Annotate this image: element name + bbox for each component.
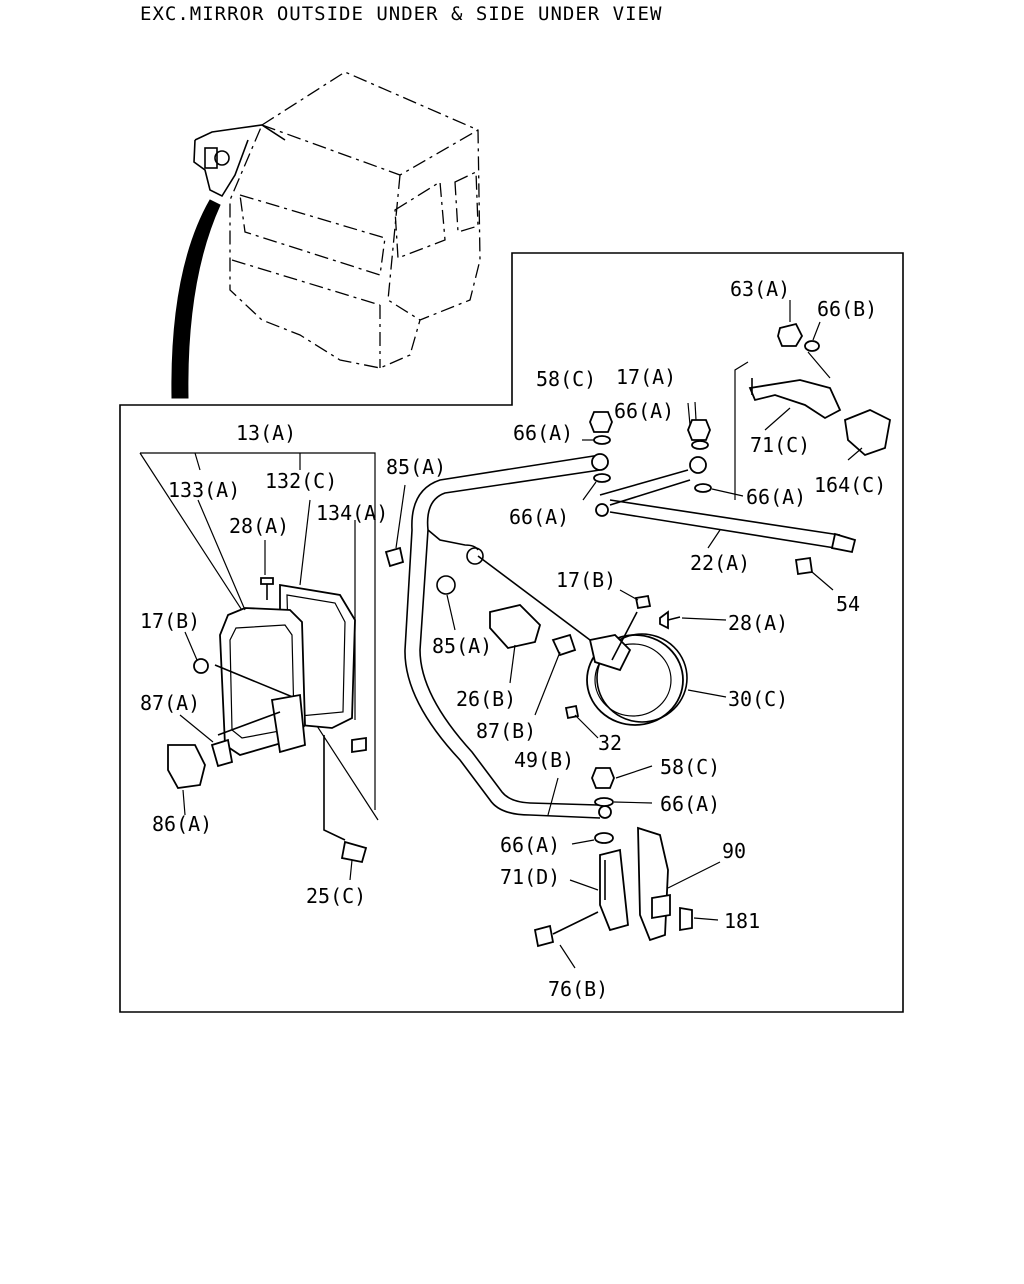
label-22a: 22(A) <box>690 551 750 575</box>
label-87b: 87(B) <box>476 719 536 743</box>
label-58c-top: 58(C) <box>536 367 596 391</box>
truck-cab-overview <box>171 71 481 399</box>
part-labels: 13(A) 133(A) 132(C) 134(A) 28(A) 17(B) 8… <box>140 277 886 1001</box>
label-66a-2: 66(A) <box>614 399 674 423</box>
label-66a-6: 66(A) <box>500 833 560 857</box>
label-49b: 49(B) <box>514 748 574 772</box>
mirror-assembly-13a <box>139 452 379 864</box>
label-87a: 87(A) <box>140 691 200 715</box>
lower-bracket-assembly <box>533 767 693 948</box>
label-17a: 17(A) <box>616 365 676 389</box>
label-76b: 76(B) <box>548 977 608 1001</box>
label-26b: 26(B) <box>456 687 516 711</box>
leader-lines <box>179 300 863 969</box>
round-mirror-30c <box>477 555 688 726</box>
label-17b-left: 17(B) <box>140 609 200 633</box>
label-134a: 134(A) <box>316 501 388 525</box>
label-71d: 71(D) <box>500 865 560 889</box>
diagram-title: EXC.MIRROR OUTSIDE UNDER & SIDE UNDER VI… <box>140 3 663 25</box>
upper-arm-assembly <box>589 322 892 576</box>
label-85a-top: 85(A) <box>386 455 446 479</box>
label-54: 54 <box>836 592 860 616</box>
label-63a: 63(A) <box>730 277 790 301</box>
label-66a-4: 66(A) <box>509 505 569 529</box>
label-66a-3: 66(A) <box>746 485 806 509</box>
label-13a: 13(A) <box>236 421 296 445</box>
label-71c: 71(C) <box>750 433 810 457</box>
label-30c: 30(C) <box>728 687 788 711</box>
label-17b-mid: 17(B) <box>556 568 616 592</box>
label-58c-bot: 58(C) <box>660 755 720 779</box>
label-85a-mid: 85(A) <box>432 634 492 658</box>
detail-frame <box>119 252 904 1013</box>
label-25c: 25(C) <box>306 884 366 908</box>
label-28a-right: 28(A) <box>728 611 788 635</box>
label-132c: 132(C) <box>265 469 337 493</box>
label-164c: 164(C) <box>814 473 886 497</box>
label-86a: 86(A) <box>152 812 212 836</box>
stay-pipe-49b <box>384 453 612 819</box>
label-28a-left: 28(A) <box>229 514 289 538</box>
label-66b: 66(B) <box>817 297 877 321</box>
label-181: 181 <box>724 909 760 933</box>
label-133a: 133(A) <box>168 478 240 502</box>
label-66a-5: 66(A) <box>660 792 720 816</box>
label-32: 32 <box>598 731 622 755</box>
label-90: 90 <box>722 839 746 863</box>
label-66a-1: 66(A) <box>513 421 573 445</box>
